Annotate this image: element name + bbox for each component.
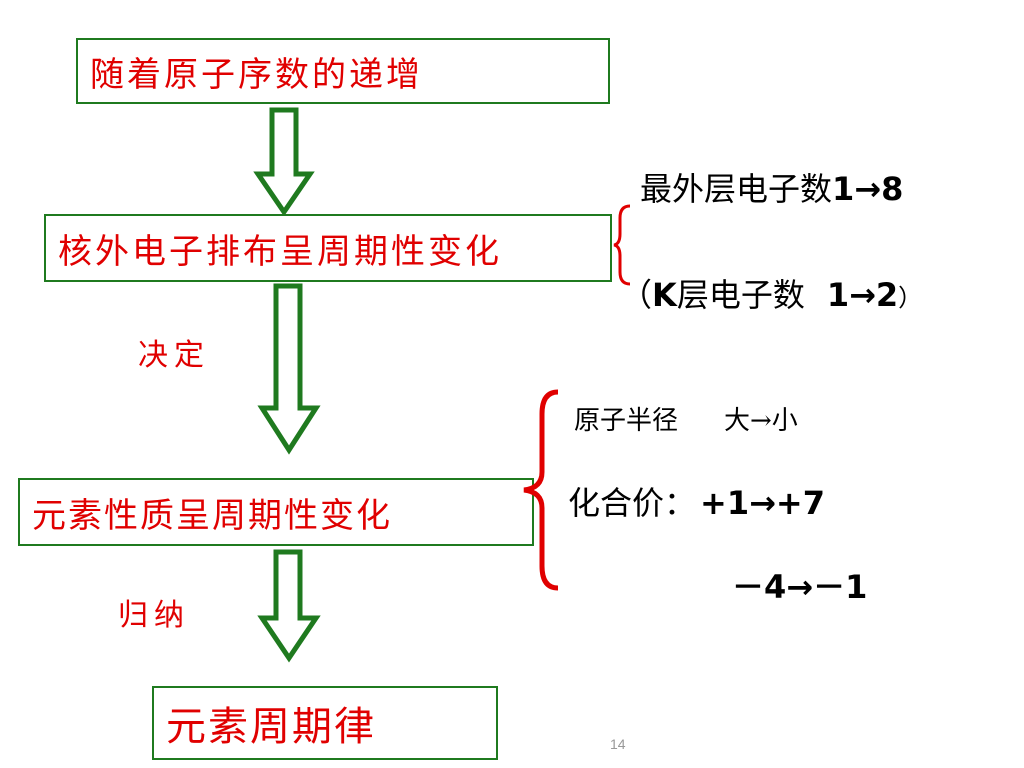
- box-element-properties: 元素性质呈周期性变化: [18, 478, 534, 546]
- arrow-down-1: [253, 107, 315, 217]
- label-determine: 决定: [138, 338, 210, 373]
- box-electron-configuration-text: 核外电子排布呈周期性变化: [58, 231, 502, 272]
- box-element-properties-text: 元素性质呈周期性变化: [32, 495, 392, 536]
- brace-property-notes: [523, 389, 559, 591]
- label-induce: 归纳: [118, 598, 190, 633]
- brace-electron-notes: [613, 204, 631, 286]
- box-periodic-law: 元素周期律: [152, 686, 498, 760]
- box-electron-configuration: 核外电子排布呈周期性变化: [44, 214, 612, 282]
- box-atomic-number-increase-text: 随着原子序数的递增: [90, 54, 423, 95]
- box-periodic-law-text: 元素周期律: [166, 704, 376, 750]
- valence-positive-note: 化合价：+1→+7: [568, 484, 825, 522]
- arrow-down-3: [257, 549, 321, 663]
- arrow-down-2: [257, 283, 321, 455]
- atomic-radius-note: 原子半径大→小: [574, 406, 798, 436]
- box-atomic-number-increase: 随着原子序数的递增: [76, 38, 610, 104]
- page-number: 14: [610, 736, 626, 752]
- outer-electrons-note: 最外层电子数1→8: [640, 170, 904, 208]
- valence-negative-note: －4→－1: [732, 568, 868, 606]
